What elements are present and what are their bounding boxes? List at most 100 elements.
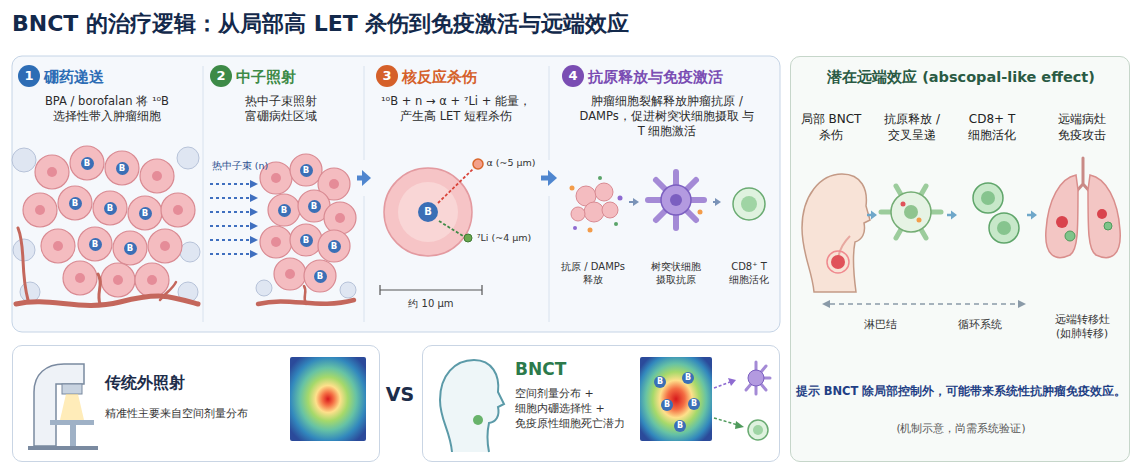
compare-title: BNCT (515, 358, 635, 380)
circulation-line (1018, 300, 1026, 308)
boron-dose-map (748, 420, 768, 440)
compare-text: 精准性主要来自空间剂量分布 (105, 406, 285, 421)
tumor-tissue (78, 227, 112, 261)
circulation-line (822, 300, 830, 308)
linac-icon (28, 364, 98, 450)
compare-title: 传统外照射 (105, 372, 285, 394)
irradiated-tissue (271, 173, 281, 183)
irradiated-tissue (271, 237, 281, 247)
arrow-head (362, 170, 371, 186)
step-text: 肿瘤细胞裂解释放肿瘤抗原 / DAMPs，促进树突状细胞摄取 与 T 细胞激活 (579, 94, 755, 139)
t-cells (973, 183, 1019, 243)
antigen-release (595, 183, 613, 201)
head-icon (473, 415, 483, 425)
beam-label: 热中子束 (n) (204, 160, 276, 172)
tumor-tissue (35, 167, 183, 285)
step-title: 核反应杀伤 (402, 66, 538, 88)
boron-mark: B (688, 398, 700, 410)
immune-step: 树突状细胞 摄取抗原 (640, 150, 712, 300)
neutron-beam (250, 250, 258, 258)
neutron-beam (250, 208, 258, 216)
pathway-label: 淋巴结 (855, 318, 905, 332)
arrow-head (871, 211, 877, 220)
linac-icon (50, 420, 94, 425)
dendritic-cell (698, 210, 703, 215)
step-title: 硼药递送 (44, 66, 194, 88)
metastasis-label: 远端转移灶 (如肺转移) (1051, 312, 1113, 340)
lung-figure (1046, 158, 1120, 258)
tumor-tissue (12, 148, 36, 172)
tumor-tissue (160, 241, 170, 251)
antigen-release (573, 226, 577, 230)
presenting-cell (901, 202, 906, 207)
irradiated-tissue (318, 230, 350, 262)
tumor-tissue (113, 275, 123, 285)
antigen-release (618, 196, 623, 201)
antigen-release (570, 186, 575, 191)
antigen-release (571, 183, 618, 222)
boron-dose-map (728, 378, 736, 386)
boron-mark: B (314, 270, 327, 283)
head-figure (802, 174, 870, 292)
vs-label: VS (382, 382, 418, 406)
step-number-text: 3 (376, 65, 398, 87)
irradiated-tissue (304, 286, 306, 304)
irradiated-tissue (304, 260, 336, 292)
tumor-tissue (16, 296, 198, 305)
panel-background (12, 56, 1130, 462)
neutron-beam (210, 180, 258, 258)
flow-arrow (947, 211, 957, 220)
tumor-tissue (128, 196, 162, 230)
presenting-cell (904, 205, 918, 219)
neutron-beam (210, 211, 250, 213)
irradiated-tissue (329, 179, 339, 189)
boron-dose-map (640, 357, 770, 441)
cell-caption: 树突状细胞 摄取抗原 (646, 260, 706, 286)
cell-caption: 抗原 / DAMPs 释放 (558, 260, 628, 286)
panel-background (364, 66, 365, 160)
boron-mark: B (104, 202, 117, 215)
tumor-tissue (35, 155, 69, 189)
tumor-tissue (18, 228, 28, 300)
step-number: 1 (18, 65, 40, 87)
boron-mark: B (419, 203, 437, 221)
compare-box: BNCT空间剂量分布 + 细胞内硼选择性 + 免疫原性细胞死亡潜力 (422, 345, 780, 462)
neutron-beam (250, 222, 258, 230)
tumor-tissue (177, 147, 199, 169)
capture-reaction (464, 234, 472, 242)
irradiated-tissue (340, 282, 356, 298)
flow-arrow (629, 198, 639, 206)
tumor-tissue (98, 274, 100, 304)
capture-reaction (398, 182, 458, 242)
step-text: ¹⁰B + n → α + ⁷Li + 能量， 产生高 LET 短程杀伤 (374, 94, 538, 124)
step-number-text: 1 (18, 65, 40, 87)
irradiated-tissue (271, 173, 345, 279)
circulation-line (830, 303, 1018, 305)
panel-background (549, 196, 550, 322)
step-text: 热中子束照射 富硼病灶区域 (221, 94, 341, 124)
lung-figure (1088, 175, 1120, 258)
irradiated-tissue (256, 154, 356, 304)
lung-figure (1046, 175, 1078, 258)
tumor-tissue (16, 228, 198, 305)
step-number: 4 (562, 65, 584, 87)
capture-reaction (380, 285, 482, 295)
tumor-tissue (23, 193, 57, 227)
effect-step: 远端病灶 免疫攻击 (1038, 111, 1126, 299)
boron-mark: B (124, 242, 137, 255)
particle-label: α (~5 μm) (485, 157, 537, 169)
capture-reaction (384, 168, 472, 256)
tumor-tissue (20, 282, 40, 302)
presenting-cell (881, 186, 941, 238)
capture-reaction (439, 221, 463, 236)
panel-remark: (机制示意，尚需系统验证) (791, 421, 1131, 435)
linac-icon (60, 394, 84, 420)
presenting-cell (881, 186, 941, 238)
tumor-tissue (58, 186, 92, 220)
boron-dose-map (640, 357, 712, 441)
antigen-release (571, 207, 585, 221)
boron-mark: B (139, 207, 152, 220)
dendritic-cell (648, 172, 704, 228)
